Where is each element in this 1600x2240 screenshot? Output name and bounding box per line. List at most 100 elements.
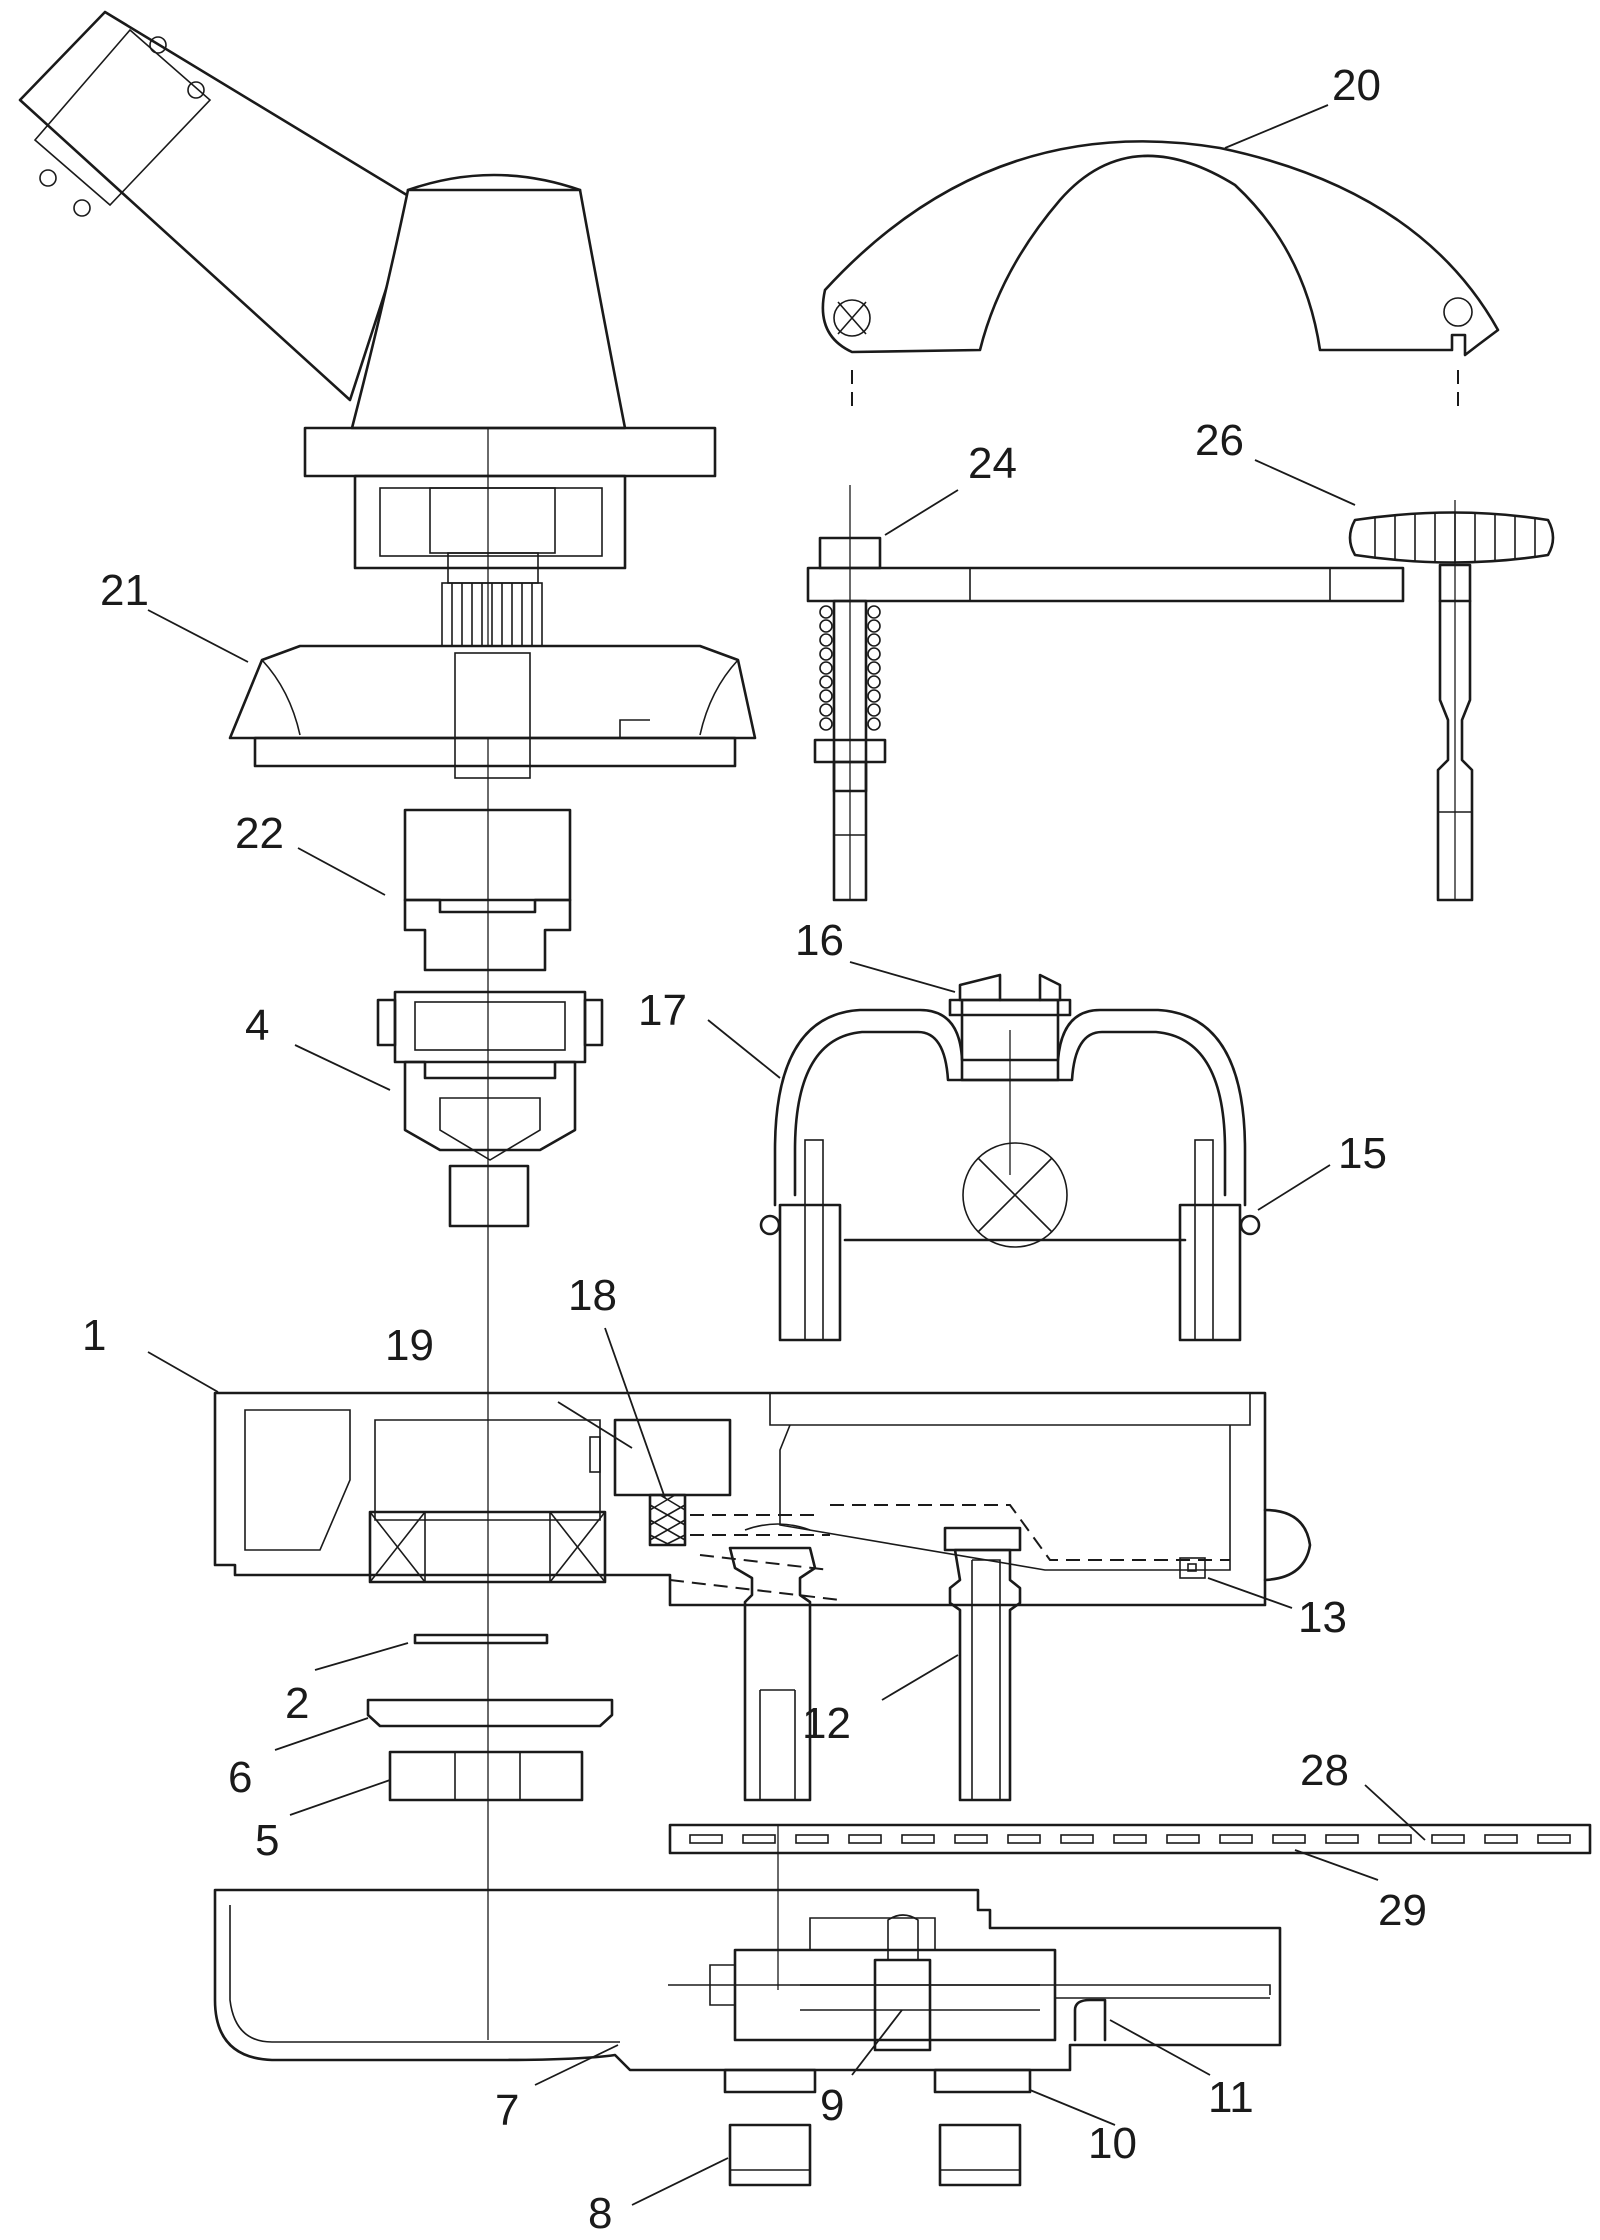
plunger-9 — [873, 1958, 932, 2052]
leader-8 — [631, 2157, 729, 2206]
relay-box-19 — [613, 1418, 732, 1497]
clamp-beam-joints — [969, 568, 1331, 601]
label-18: 18 — [568, 1271, 617, 1320]
housing-top-rail — [769, 1393, 1251, 1426]
leader-11 — [1109, 2019, 1211, 2076]
part-1-main-housing — [213, 1391, 1312, 1802]
label-10: 10 — [1088, 2119, 1137, 2168]
leader-17 — [707, 1019, 781, 1079]
base-plate-bore — [454, 652, 531, 779]
part-4-chuck — [376, 990, 604, 1228]
leader-6 — [274, 1717, 369, 1751]
knob-26 — [1348, 511, 1555, 564]
motor-inner-frame — [379, 487, 603, 557]
clamp-bolt-shank — [832, 599, 868, 793]
leader-12 — [881, 1654, 959, 1701]
leader-5 — [289, 1779, 391, 1816]
leader-21 — [147, 609, 249, 663]
clip-tabs — [958, 973, 1062, 1002]
leader-15 — [1257, 1164, 1331, 1211]
foot-10 — [933, 2068, 1032, 2094]
leader-1 — [147, 1351, 219, 1393]
housing-right-cavity — [779, 1424, 1231, 1571]
part-15-16-17-u-frame — [759, 973, 1261, 1342]
label-8: 8 — [588, 2189, 612, 2238]
label-20: 20 — [1332, 61, 1381, 110]
parts-2-6-5-discs — [366, 1633, 614, 1802]
label-24: 24 — [968, 439, 1017, 488]
internal-channels — [669, 1514, 841, 1601]
housing-pocket-left — [244, 1409, 351, 1551]
plunger-9-stem — [887, 1914, 919, 1960]
label-21: 21 — [100, 566, 149, 615]
pad-8-right — [938, 2123, 1022, 2187]
label-4: 4 — [245, 1001, 269, 1050]
part-22-coupling — [403, 808, 572, 972]
label-29: 29 — [1378, 1886, 1427, 1935]
label-9: 9 — [820, 2081, 844, 2130]
hook-11 — [1073, 1998, 1107, 2042]
knob-screw-shaft — [1436, 599, 1474, 902]
leader-18 — [604, 1327, 666, 1499]
strip-slot — [1007, 1834, 1041, 1844]
label-13: 13 — [1298, 1593, 1347, 1642]
relay-terminal — [589, 1436, 601, 1473]
strip-slot — [1431, 1834, 1465, 1844]
actuator-housing — [733, 1948, 1057, 2042]
chassis-inner-lip — [229, 1905, 620, 2043]
part-24-26-clamp-beam — [806, 485, 1555, 902]
clamp-beam — [806, 566, 1405, 603]
compression-spring — [819, 605, 881, 731]
housing-flange — [303, 426, 717, 478]
bracket-slot-hole — [1443, 297, 1473, 327]
leader-22 — [297, 847, 386, 896]
part-7-lower-chassis — [213, 1888, 1282, 2187]
label-7: 7 — [495, 2086, 519, 2135]
strip-slot — [689, 1834, 723, 1844]
strip-slot — [1484, 1834, 1518, 1844]
strip-slot — [848, 1834, 882, 1844]
gear-teeth — [451, 583, 533, 653]
mount-hole — [187, 81, 205, 99]
actuator-guide — [800, 1984, 1040, 2011]
label-6: 6 — [228, 1753, 252, 1802]
bracket-pivot-hole — [833, 299, 871, 337]
leg-slot-right — [1194, 1139, 1214, 1341]
pin-15-left — [759, 1214, 781, 1236]
post-12-left-inner — [759, 1689, 796, 1800]
bearing-left-cross — [369, 1511, 426, 1583]
label-22: 22 — [235, 809, 284, 858]
strip-slot — [1113, 1834, 1147, 1844]
strip-slots — [689, 1834, 1571, 1844]
clip-target-cross — [977, 1157, 1053, 1233]
label-17: 17 — [638, 986, 687, 1035]
chuck-taper — [439, 1097, 541, 1161]
strip-slot — [1166, 1834, 1200, 1844]
strip-slot — [1060, 1834, 1094, 1844]
u-frame-leg-right — [1178, 1203, 1242, 1342]
leader-13 — [1207, 1577, 1293, 1609]
leader-2 — [314, 1642, 409, 1671]
perforated-strip — [668, 1823, 1592, 1855]
post-12-left — [728, 1546, 817, 1802]
strip-slot — [795, 1834, 829, 1844]
label-2: 2 — [285, 1679, 309, 1728]
u-frame-leg-left — [778, 1203, 842, 1342]
leader-10 — [1029, 2089, 1116, 2126]
actuator-top — [809, 1917, 936, 1950]
label-28: 28 — [1300, 1746, 1349, 1795]
leader-20 — [1224, 104, 1329, 149]
tool-head-assembly — [18, 10, 717, 654]
strip-slot — [742, 1834, 776, 1844]
leader-24 — [884, 489, 959, 536]
chassis-outline — [213, 1888, 1282, 2072]
housing-nose — [1263, 1508, 1312, 1582]
part-20-arc-bracket — [821, 140, 1500, 410]
reference-numerals: 21 22 4 20 24 26 16 17 15 1 19 18 13 2 1… — [82, 61, 1427, 2238]
label-26: 26 — [1195, 416, 1244, 465]
leader-9 — [851, 2009, 903, 2076]
leader-29 — [1294, 1849, 1379, 1881]
housing-dome-cap — [406, 173, 582, 192]
